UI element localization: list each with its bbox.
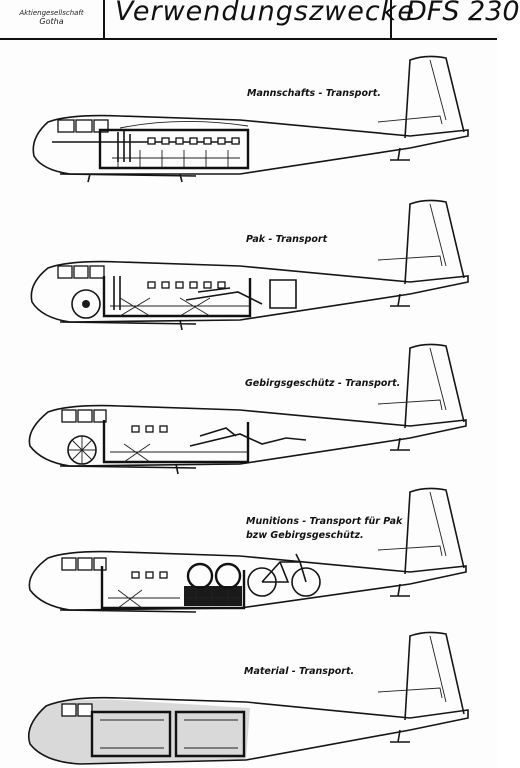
landing-skid xyxy=(59,293,410,331)
cabin-windows xyxy=(131,425,168,433)
caption-mountain-gun: Gebirgsgeschütz - Transport. xyxy=(245,378,401,389)
tail-fin xyxy=(377,343,465,429)
tail-fin xyxy=(377,199,465,285)
tail-fin xyxy=(377,631,465,721)
mountain-gun-cargo xyxy=(67,420,307,465)
cockpit-window xyxy=(57,265,105,279)
tail-fin xyxy=(377,487,465,575)
cockpit-window xyxy=(61,409,107,423)
cabin-windows xyxy=(147,137,240,145)
bicycle-cargo xyxy=(247,553,321,597)
landing-skid xyxy=(59,147,410,183)
glider-material xyxy=(27,631,469,765)
cabin-windows xyxy=(147,281,226,289)
manufacturer-name: Aktiengesellschaft xyxy=(19,9,84,17)
manufacturer-city: Gotha xyxy=(39,17,64,26)
anti-tank-gun-cargo xyxy=(71,276,297,319)
landing-skid xyxy=(390,729,410,743)
landing-skid xyxy=(59,437,410,475)
title-cell: Verwendungszwecke xyxy=(105,0,414,38)
cabin-windows xyxy=(131,571,168,579)
model-cell: DFS 230 xyxy=(392,0,520,38)
cockpit-window xyxy=(61,703,93,717)
manufacturer-cell: Aktiengesellschaft Gotha xyxy=(0,0,105,38)
glider-pak xyxy=(30,199,469,331)
caption-ammo: Munitions - Transport für Pak xyxy=(246,516,403,527)
caption-personnel: Mannschafts - Transport. xyxy=(247,88,381,99)
glider-personnel xyxy=(32,55,469,183)
landing-skid xyxy=(59,583,410,613)
glider-mountain-gun xyxy=(28,343,467,475)
caption-material: Material - Transport. xyxy=(244,666,355,677)
title-block: Aktiengesellschaft Gotha Verwendungszwec… xyxy=(0,0,520,40)
caption-ammo-line2: bzw Gebirgsgeschütz. xyxy=(246,530,364,541)
caption-pak: Pak - Transport xyxy=(246,234,328,245)
material-cargo xyxy=(90,710,246,758)
cargo-bay xyxy=(98,121,250,170)
glider-ammo xyxy=(28,487,467,613)
aircraft-model: DFS 230 xyxy=(406,0,520,27)
cockpit-window xyxy=(61,557,107,571)
fuselage xyxy=(27,696,469,765)
ammo-crates-cargo xyxy=(100,562,246,610)
tail-fin xyxy=(377,55,465,139)
sheet-title: Verwendungszwecke xyxy=(115,0,415,27)
